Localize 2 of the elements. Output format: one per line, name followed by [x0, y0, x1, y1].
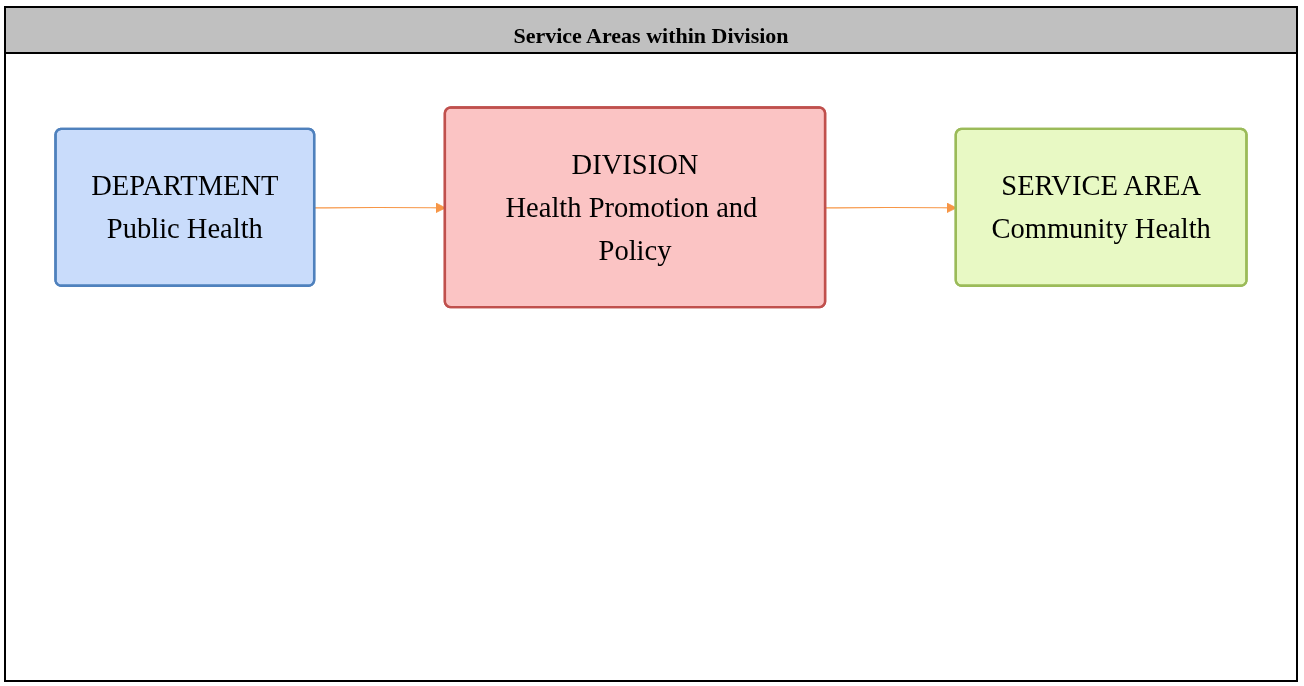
title: Service Areas within Division	[513, 23, 789, 48]
diagram-frame: Service Areas within Division DEPARTMENT Public Health DIVISION Health Promotion and Policy SERVICE AREA Community Health	[4, 6, 1298, 682]
